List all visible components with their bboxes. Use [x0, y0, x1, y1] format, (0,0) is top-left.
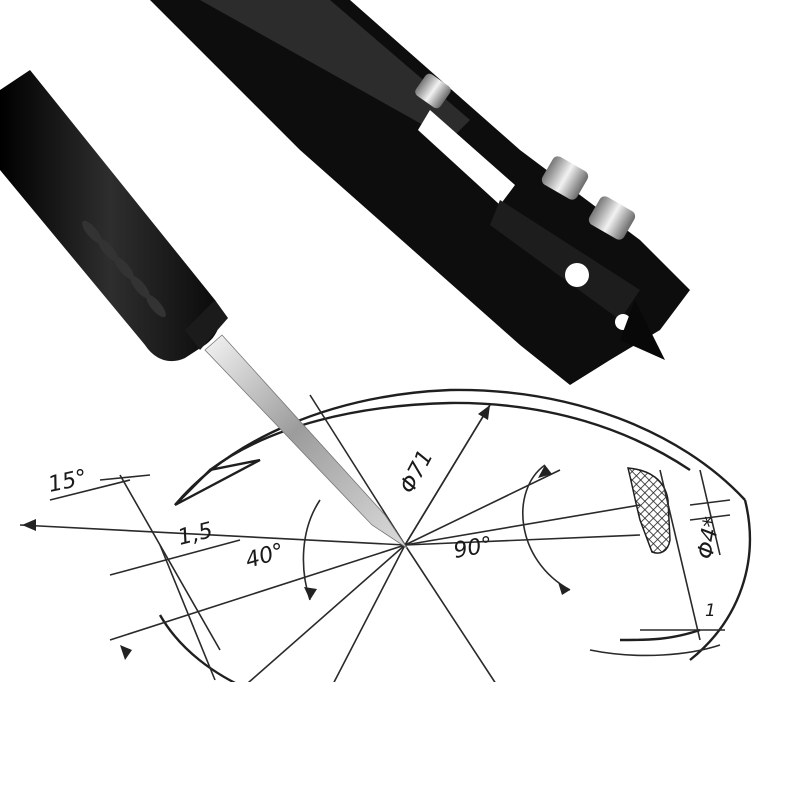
holder-body	[150, 0, 690, 385]
label-len-1: 1	[705, 601, 716, 621]
label-angle-40: 40°	[243, 539, 287, 574]
knurled-screw-icon	[415, 73, 451, 109]
angle-90-arc	[522, 464, 571, 591]
lower-arc-right-2	[589, 644, 721, 657]
label-angle-90: 90°	[452, 533, 495, 564]
inner-arc	[209, 401, 691, 471]
hatched-section	[627, 467, 671, 554]
arrowhead	[538, 465, 552, 478]
lower-arc-left	[158, 614, 251, 692]
diameter-line	[404, 404, 491, 546]
scalpel-pen	[0, 70, 408, 549]
arrowhead	[120, 645, 132, 660]
holder-slot	[418, 110, 515, 205]
label-diameter-71: Φ71	[395, 446, 438, 498]
pen-metal-tip	[204, 334, 408, 549]
arrowhead	[558, 582, 570, 595]
label-len-1-5: 1,5	[175, 518, 215, 551]
angle-40-arc	[302, 499, 321, 601]
blade-outline	[174, 458, 261, 507]
outer-arc-right	[689, 499, 752, 661]
holder-hole	[565, 263, 589, 287]
lower-arc-right	[619, 628, 701, 642]
arrowhead	[478, 405, 490, 420]
technical-drawing: 15° 1,5 40° Φ71 90° Φ4* 1	[0, 388, 800, 800]
knurled-screw-icon	[588, 196, 636, 240]
pen-grip-ribs	[82, 220, 166, 318]
arrowhead	[304, 587, 317, 600]
holder-tip	[620, 300, 665, 360]
holder-highlight	[200, 0, 470, 140]
compass-holder	[150, 0, 690, 385]
pen-body	[0, 70, 221, 362]
lower-fade	[0, 682, 800, 800]
holder-inner-frame	[490, 200, 640, 320]
knurled-screw-icon	[541, 156, 589, 200]
construction-lines	[19, 394, 731, 691]
pen-collar	[185, 300, 228, 350]
arrowhead	[22, 519, 36, 531]
label-angle-15: 15°	[46, 465, 89, 498]
